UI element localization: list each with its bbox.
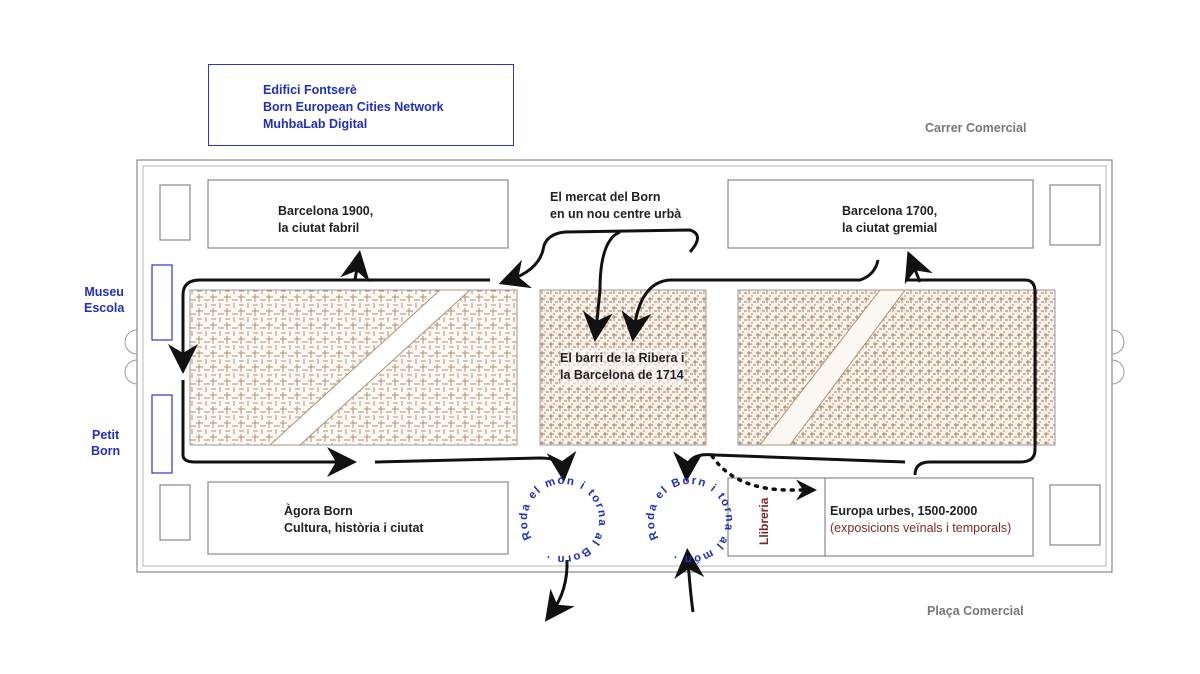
side-link-boxes: [151, 264, 173, 474]
legend-line-edifici: Edifici Fontserè: [263, 83, 357, 97]
street-top-label: Carrer Comercial: [925, 121, 1027, 135]
room-subtitle: la ciutat gremial: [842, 221, 938, 235]
room-title: Àgora Born: [284, 504, 353, 518]
museu-escola-line2: Escola: [84, 301, 125, 315]
map-diagonal-road: [268, 289, 472, 446]
petit-born-line2: Born: [91, 444, 121, 458]
room-title: El barri de la Ribera i: [560, 351, 685, 365]
route-arrows: [168, 228, 1037, 622]
museu-escola-line1: Museu: [84, 285, 124, 299]
room-title: El mercat del Born: [550, 190, 661, 204]
room-subtitle: la ciutat fabril: [278, 221, 360, 235]
room-subtitle: la Barcelona de 1714: [560, 368, 684, 382]
map-diagonal-road-2: [758, 289, 906, 446]
circle-text-left: Roda el món i torna al Born ·: [518, 475, 608, 565]
legend-line-muhbalab: MuhbaLab Digital: [263, 117, 368, 131]
room-subtitle: Cultura, història i ciutat: [284, 521, 424, 535]
room-subtitle: en un nou centre urbà: [550, 207, 682, 221]
street-bottom-label: Plaça Comercial: [927, 604, 1024, 618]
map-barcelona-1900: [189, 289, 518, 446]
room-ribera: El barri de la Ribera i la Barcelona de …: [560, 350, 685, 384]
building-outline: [136, 159, 1113, 573]
museu-escola-link[interactable]: Museu Escola: [84, 284, 124, 316]
header-legend-box: Edifici Fontserè Born European Cities Ne…: [208, 64, 514, 146]
room-agora-born: Àgora Born Cultura, història i ciutat: [284, 503, 424, 537]
room-mercat-born: El mercat del Born en un nou centre urbà: [550, 189, 681, 223]
side-doors: [124, 329, 1125, 385]
dotted-arrow-llibreria: [710, 454, 817, 501]
llibreria-label: Llibreria: [757, 497, 771, 545]
room-barcelona-1900: Barcelona 1900, la ciutat fabril: [278, 203, 373, 237]
room-title: Barcelona 1900,: [278, 204, 374, 218]
room-barcelona-1700: Barcelona 1700, la ciutat gremial: [842, 203, 937, 237]
petit-born-line1: Petit: [92, 428, 120, 442]
room-subtitle: (exposicions veïnals i temporals): [830, 521, 1012, 535]
legend-line-network: Born European Cities Network: [263, 100, 444, 114]
room-title: Barcelona 1700,: [842, 204, 938, 218]
room-europa-urbes: Europa urbes, 1500-2000 (exposicions veï…: [830, 503, 1011, 537]
petit-born-link[interactable]: Petit Born: [91, 427, 120, 459]
room-title: Europa urbes, 1500-2000: [830, 504, 978, 518]
circle-text-right: Roda el Born i torna al món ·: [645, 475, 735, 565]
